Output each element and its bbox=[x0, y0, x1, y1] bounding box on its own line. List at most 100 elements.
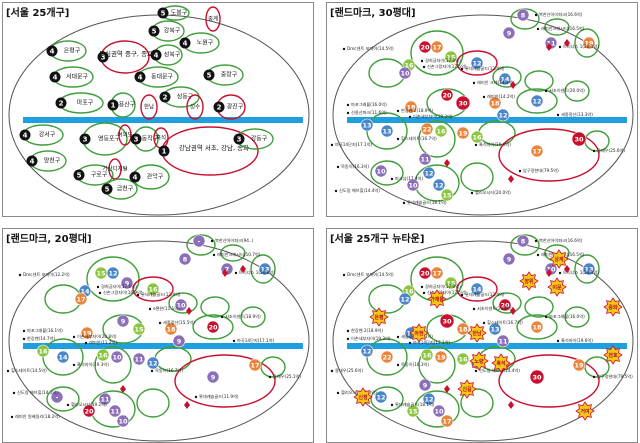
price-number: 12 bbox=[424, 396, 433, 404]
label-dot bbox=[342, 273, 346, 277]
price-number: 11 bbox=[110, 408, 120, 416]
area-ring bbox=[516, 314, 558, 340]
rank-number: 5 bbox=[161, 10, 166, 18]
area-ring bbox=[544, 18, 570, 36]
price-bubble bbox=[444, 276, 458, 290]
complex-label: 마곡14단지(17.1억) bbox=[335, 141, 373, 148]
price-number: 12 bbox=[108, 270, 117, 278]
complex-label: 목동이(16.3억) bbox=[341, 163, 369, 170]
rank-number: 4 bbox=[50, 48, 55, 56]
price-number: 13 bbox=[260, 266, 269, 274]
price-number: 16 bbox=[98, 352, 108, 360]
price-number: 16 bbox=[472, 134, 482, 142]
price-number: 9 bbox=[121, 318, 126, 326]
newtown-star bbox=[467, 323, 487, 343]
price-number: 16 bbox=[422, 352, 432, 360]
price-bubble bbox=[529, 369, 545, 385]
price-number: 10 bbox=[376, 168, 386, 176]
price-bubble bbox=[432, 404, 446, 418]
landmark-pin bbox=[546, 43, 552, 51]
rank-number: 5 bbox=[152, 28, 157, 36]
newtown-star bbox=[519, 271, 539, 291]
landmark-pin bbox=[546, 269, 552, 277]
complex-label: 롯데캐슬골드(18.1억) bbox=[395, 401, 435, 408]
label-dot bbox=[22, 329, 26, 333]
rank-number: 2 bbox=[163, 94, 168, 102]
price-number: 7 bbox=[225, 266, 230, 274]
label-dot bbox=[158, 321, 162, 325]
price-number: 30 bbox=[574, 136, 584, 144]
price-number: 14 bbox=[472, 286, 482, 294]
price-bubble bbox=[406, 404, 420, 418]
han-river bbox=[23, 117, 303, 123]
city-outline bbox=[332, 240, 634, 442]
price-bubble bbox=[496, 334, 510, 348]
label-dot bbox=[420, 59, 424, 63]
price-number: 11 bbox=[546, 40, 556, 48]
complex-label: 힐스테이트(16.7억) bbox=[487, 319, 523, 326]
area-ring bbox=[46, 386, 80, 412]
price-number: 11 bbox=[498, 338, 508, 346]
price-bubble bbox=[178, 252, 192, 266]
label-dot bbox=[408, 341, 412, 345]
price-bubble bbox=[455, 95, 471, 111]
district-label: 광진구 bbox=[227, 103, 244, 111]
landmark-pin bbox=[184, 401, 190, 409]
price-number: 20 bbox=[500, 302, 510, 310]
price-number: 10 bbox=[400, 70, 410, 78]
price-number: 15 bbox=[442, 192, 452, 200]
district-label: 강동구 bbox=[251, 135, 268, 143]
rank-number: 1 bbox=[162, 148, 167, 156]
district-label: 강서구 bbox=[39, 131, 56, 139]
price-number: 30 bbox=[442, 318, 452, 326]
rank-number: 3 bbox=[134, 136, 139, 144]
price-number: 30 bbox=[458, 100, 468, 108]
label-dot bbox=[346, 103, 350, 107]
price-number: 12 bbox=[424, 170, 433, 178]
label-dot bbox=[12, 391, 16, 395]
city-outline bbox=[332, 14, 634, 216]
price-bubble bbox=[516, 8, 530, 22]
price-bubble bbox=[502, 252, 516, 266]
newtown-star bbox=[575, 401, 595, 421]
newtown-map: 8910172015161214203018121813221619161012… bbox=[330, 234, 634, 442]
price-number: 12 bbox=[148, 360, 157, 368]
newtown-label: 중화 bbox=[608, 304, 618, 311]
district-label: 한남 bbox=[144, 103, 154, 111]
rank-number: 3 bbox=[83, 136, 88, 144]
district-label: 관악구 bbox=[147, 173, 164, 181]
complex-label: 경희궁자이(17.1억) bbox=[101, 283, 137, 290]
label-dot bbox=[472, 307, 476, 311]
rank-badge bbox=[79, 133, 91, 145]
label-dot bbox=[96, 285, 100, 289]
price-number: 18 bbox=[166, 326, 176, 334]
label-dot bbox=[346, 111, 350, 115]
price-bubble bbox=[496, 108, 510, 122]
landmark-pin bbox=[120, 385, 126, 393]
rank-badge bbox=[46, 45, 58, 57]
price-bubble bbox=[488, 96, 502, 110]
newtown-label: 신길 bbox=[462, 386, 472, 393]
price-number: 9 bbox=[507, 256, 512, 264]
price-bubble bbox=[498, 72, 512, 86]
newtown-label: 아현 bbox=[414, 330, 424, 337]
price-number: 13 bbox=[584, 266, 593, 274]
complex-label: 힐스테이트(14.5억) bbox=[11, 367, 47, 374]
price-number: - bbox=[198, 238, 201, 246]
price-bubble bbox=[146, 282, 160, 296]
rank-number: 4 bbox=[154, 52, 159, 60]
district-label: 중랑구 bbox=[221, 72, 238, 79]
price-number: 17 bbox=[432, 270, 441, 278]
price-number: 13 bbox=[490, 326, 499, 334]
landmark-pin bbox=[444, 385, 450, 393]
price-bubble bbox=[380, 124, 394, 138]
price-bubble bbox=[418, 266, 432, 280]
complex-label: 세종정산(13.3억) bbox=[561, 111, 593, 118]
complex-label: 래미안크레시티(16.5억) bbox=[541, 25, 585, 32]
area-ring bbox=[516, 88, 558, 114]
label-dot bbox=[234, 271, 238, 275]
price-bubble bbox=[422, 166, 436, 180]
complex-label: 북한산아이파크(94..) bbox=[215, 237, 254, 244]
